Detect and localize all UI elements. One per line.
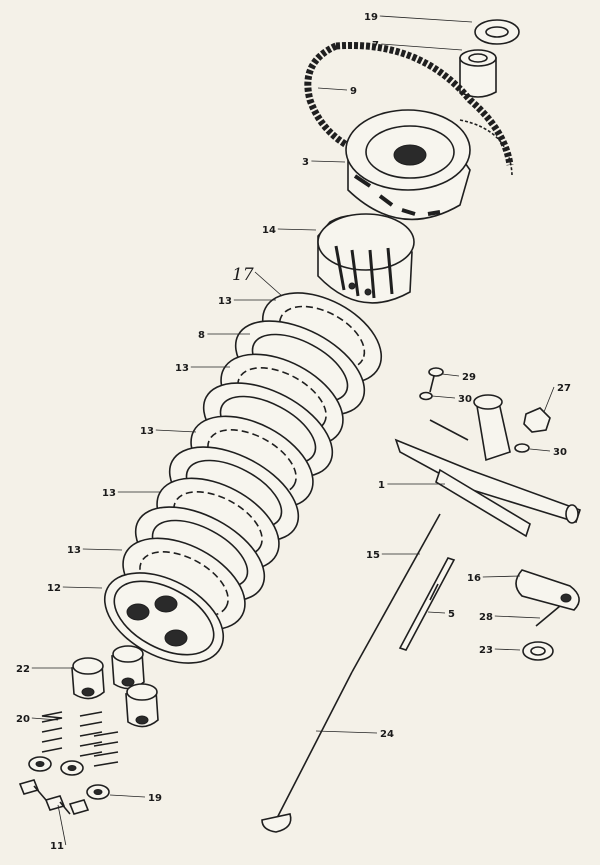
callout-label-24: 24 (380, 729, 394, 740)
callout-label-1: 1 (378, 480, 385, 491)
leader-line-12 (62, 586, 103, 589)
end-piece-16 (515, 569, 580, 611)
handwritten-label: 17 (232, 265, 283, 297)
callout-label-7: 7 (372, 40, 379, 51)
callout-labels: 19 7 9 3 14 13 8 13 13 13 13 12 22 20 19 11 29 30 27 30 1 15 1… (16, 12, 571, 852)
callout-label-27: 27 (557, 383, 571, 394)
callout-label-30: 30 (553, 447, 567, 458)
leader-line-3 (311, 160, 346, 163)
callout-label-5: 5 (448, 609, 455, 620)
pin-28 (535, 605, 561, 627)
leader-line-23 (494, 648, 521, 651)
callout-label-28: 28 (479, 612, 493, 623)
clutch-hub-14 (317, 213, 415, 304)
washer-30-left (419, 391, 433, 401)
callout-label-8: 8 (198, 330, 205, 341)
leader-line-28 (494, 615, 541, 619)
disc-stack (103, 292, 383, 664)
leader-line-13 (82, 548, 123, 551)
pressure-plate-12 (103, 572, 225, 664)
callout-label-3: 3 (302, 157, 309, 168)
washers-19-lower (28, 756, 110, 800)
callout-label-9: 9 (350, 86, 357, 97)
leader-line-9 (317, 87, 348, 91)
leader-line-14 (277, 228, 317, 231)
leader-line-13 (155, 429, 197, 433)
callout-label-11: 11 (50, 841, 64, 852)
washer-30-right (514, 443, 530, 453)
leader-line-7 (381, 43, 463, 51)
callout-label-20: 20 (16, 714, 30, 725)
leader-line-16 (482, 575, 521, 578)
callout-label-19: 19 (148, 793, 162, 804)
callout-label-30: 30 (458, 394, 472, 405)
leader-line-29 (441, 373, 460, 377)
washer-23 (522, 641, 554, 661)
leader-line-19 (109, 794, 146, 798)
callout-label-13: 13 (140, 426, 154, 437)
springs-20 (41, 711, 119, 767)
callout-label-23: 23 (479, 645, 493, 656)
callout-label-15: 15 (366, 550, 380, 561)
nut-27 (523, 407, 551, 433)
callout-label-19: 19 (364, 12, 378, 23)
leader-line-24 (315, 730, 378, 734)
push-rod-15 (351, 513, 441, 673)
chain-9 (304, 41, 514, 166)
leader-line-30 (529, 448, 551, 452)
callout-label-14: 14 (262, 225, 276, 236)
screw-29 (428, 367, 444, 393)
callout-label-22: 22 (16, 664, 30, 675)
callout-label-13: 13 (175, 363, 189, 374)
handwritten-17: 17 (232, 265, 254, 285)
callout-label-13: 13 (67, 545, 81, 556)
callout-label-12: 12 (47, 583, 61, 594)
washer-19-top (474, 19, 520, 45)
long-rod-24 (261, 671, 353, 833)
callout-label-13: 13 (218, 296, 232, 307)
shaft-5 (398, 557, 456, 651)
leader-line-27 (543, 386, 555, 413)
leader-line-11 (57, 804, 67, 846)
callout-label-29: 29 (462, 372, 476, 383)
release-lever-1 (394, 394, 582, 538)
callout-label-13: 13 (102, 488, 116, 499)
spring-cups-22 (71, 645, 159, 728)
leader-line-30 (431, 395, 456, 399)
clutch-housing-3 (345, 109, 513, 221)
callout-label-16: 16 (467, 573, 481, 584)
leader-line-19 (379, 15, 473, 23)
leader-lines (31, 15, 555, 846)
screws-11 (18, 779, 90, 815)
leader-line-5 (427, 611, 446, 614)
leader-line-20 (31, 717, 59, 721)
